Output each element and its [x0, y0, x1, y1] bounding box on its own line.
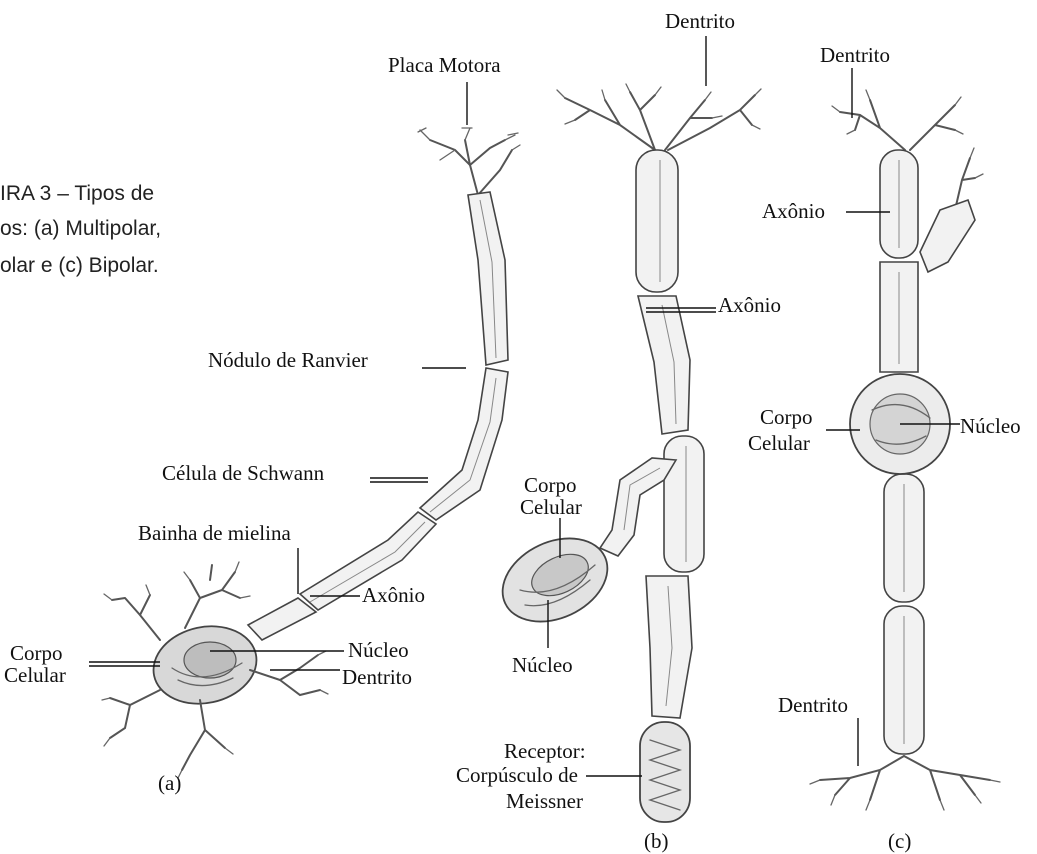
label-receptor-3: Meissner — [506, 789, 583, 813]
label-dentrito-a: Dentrito — [342, 665, 412, 689]
label-nodulo-ranvier: Nódulo de Ranvier — [208, 348, 368, 372]
label-celular-b: Celular — [520, 495, 582, 519]
neuron-b-axon-segments — [600, 150, 704, 718]
caption-line-3: olar e (c) Bipolar. — [0, 254, 159, 277]
sublabel-a: (a) — [158, 771, 181, 795]
label-receptor-1: Receptor: — [504, 739, 586, 763]
sublabel-c: (c) — [888, 829, 911, 853]
label-nucleo-c: Núcleo — [960, 414, 1021, 438]
label-dentrito-c-bottom: Dentrito — [778, 693, 848, 717]
label-corpo-b: Corpo — [524, 473, 577, 497]
neuron-c-dendrites-bottom — [810, 756, 1000, 810]
label-nucleo-b: Núcleo — [512, 653, 573, 677]
neuron-b-cell-body — [489, 522, 621, 637]
neuron-b-dendrites — [557, 84, 761, 150]
label-dentrito-b: Dentrito — [665, 9, 735, 33]
label-axonio-c: Axônio — [762, 199, 825, 223]
label-celular-c: Celular — [748, 431, 810, 455]
caption-line-1: IRA 3 – Tipos de — [0, 182, 154, 205]
meissner-corpuscle — [640, 722, 690, 822]
neuron-c-bipolar: Dentrito Axônio Corpo Celular Núcleo Den… — [748, 43, 1021, 853]
label-nucleo-a: Núcleo — [348, 638, 409, 662]
motor-plate-terminals — [418, 128, 520, 195]
label-dentrito-c-top: Dentrito — [820, 43, 890, 67]
label-corpo-c: Corpo — [760, 405, 813, 429]
neuron-a-cell-body — [146, 617, 264, 713]
caption-line-2: os: (a) Multipolar, — [0, 217, 161, 240]
neuron-b-unipolar: Dentrito Axônio Corpo Celular Núcleo Rec… — [456, 9, 781, 853]
label-celular-a: Celular — [4, 663, 66, 687]
neuron-a-axon-segments — [248, 192, 508, 640]
label-axonio-b: Axônio — [718, 293, 781, 317]
label-corpo-a: Corpo — [10, 641, 63, 665]
label-bainha-mielina: Bainha de mielina — [138, 521, 291, 545]
label-receptor-2: Corpúsculo de — [456, 763, 578, 787]
label-placa-motora: Placa Motora — [388, 53, 501, 77]
label-axonio-a: Axônio — [362, 583, 425, 607]
neuron-a-multipolar: Placa Motora Nódulo de Ranvier Célula de… — [4, 53, 520, 795]
label-celula-schwann: Célula de Schwann — [162, 461, 325, 485]
sublabel-b: (b) — [644, 829, 669, 853]
